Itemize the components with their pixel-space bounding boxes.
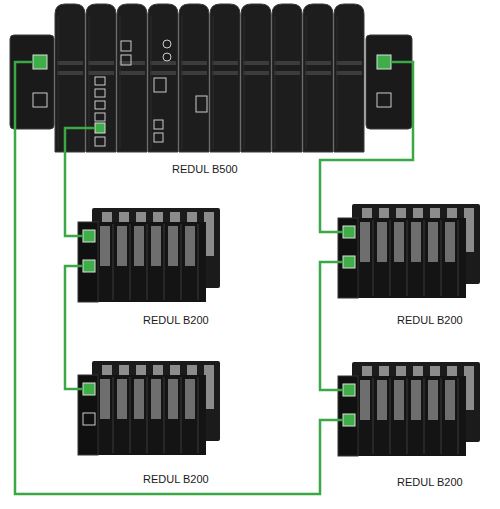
rack-node: REDUL B200 (338, 362, 480, 456)
network-cable (65, 266, 83, 389)
rack-label: REDUL B200 (143, 473, 209, 486)
network-cable (15, 62, 343, 494)
rack-node: REDUL B500 (10, 0, 414, 150)
rack-label: REDUL B500 (172, 163, 238, 176)
rack-node: REDUL B200 (78, 361, 220, 455)
rack-label: REDUL B200 (397, 314, 463, 327)
network-cable (65, 128, 95, 236)
network-cable (320, 262, 343, 390)
rack-node: REDUL B200 (338, 204, 480, 298)
rack-label: REDUL B200 (143, 314, 209, 327)
rack-node: REDUL B200 (78, 208, 220, 302)
rack-label: REDUL B200 (397, 476, 463, 489)
network-cable (320, 62, 413, 232)
